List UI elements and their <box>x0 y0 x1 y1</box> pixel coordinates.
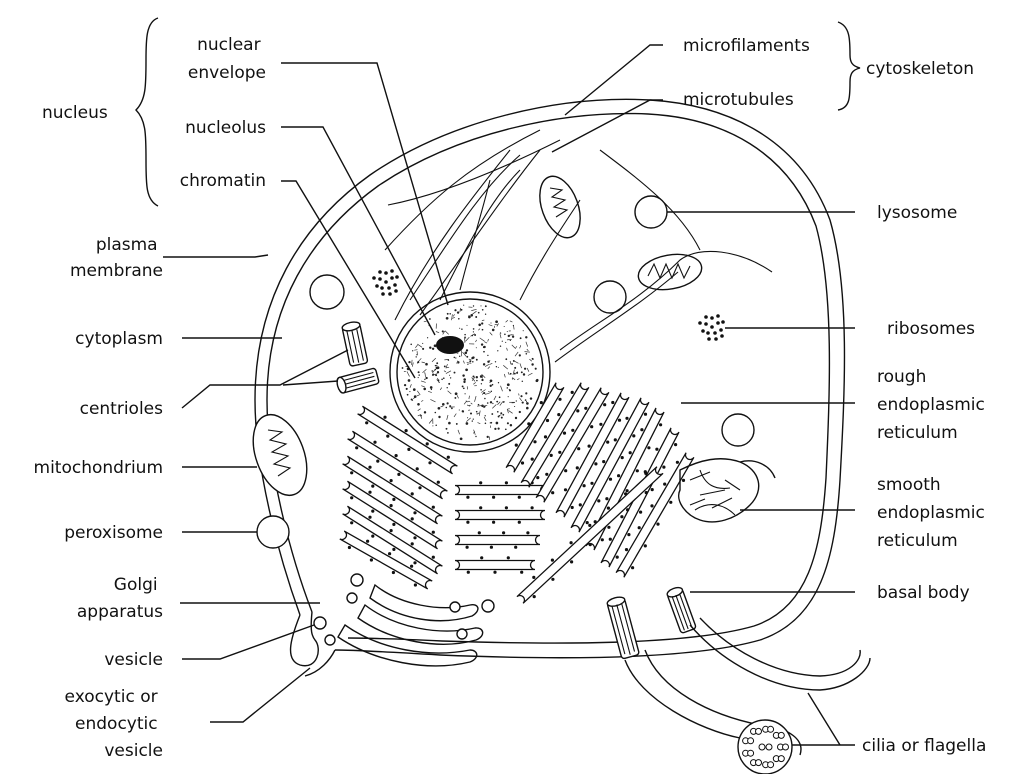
label-nucleolus: nucleolus <box>185 118 266 138</box>
label-centrioles: centrioles <box>80 399 164 419</box>
label-mitochondrium: mitochondrium <box>34 458 163 478</box>
basal-bodies-cilia <box>606 586 870 774</box>
smooth-er-shape <box>679 459 775 522</box>
label-peroxisome: peroxisome <box>64 523 163 543</box>
label-cytoskeleton: cytoskeleton <box>866 59 974 79</box>
chromatin-specks <box>402 305 539 441</box>
cytoskeleton-fibers <box>385 130 772 362</box>
nucleus-shape <box>390 292 550 452</box>
label-plasma-membrane: plasma membrane <box>70 235 163 281</box>
label-cytoplasm: cytoplasm <box>75 329 163 349</box>
label-smooth-er: smooth endoplasmic reticulum <box>877 475 990 551</box>
mitochondrion-right <box>636 250 705 295</box>
label-cilia-or-flagella: cilia or flagella <box>862 736 986 756</box>
label-ribosomes: ribosomes <box>887 319 975 339</box>
label-lysosome: lysosome <box>877 203 957 223</box>
centrioles-shape <box>336 321 380 394</box>
mitochondrion-left <box>243 407 317 502</box>
labels: nucleus nuclear envelope nucleolus chrom… <box>34 35 991 761</box>
golgi-shape <box>314 574 494 666</box>
label-basal-body: basal body <box>877 583 970 603</box>
label-exocytic-endocytic-vesicle: exocytic or endocytic vesicle <box>65 687 163 761</box>
label-microfilaments: microfilaments <box>683 36 810 56</box>
label-golgi: Golgi apparatus <box>77 575 163 622</box>
label-nucleus: nucleus <box>42 103 108 123</box>
mitochondrion-top <box>532 171 588 243</box>
label-rough-er: rough endoplasmic reticulum <box>877 367 990 443</box>
label-chromatin: chromatin <box>180 171 266 191</box>
nucleolus-shape <box>436 336 464 354</box>
vesicles-round <box>257 196 754 548</box>
label-nuclear-envelope: nuclear envelope <box>188 35 266 83</box>
label-vesicle: vesicle <box>104 650 163 670</box>
rough-er-shape <box>340 383 694 604</box>
label-microtubules: microtubules <box>683 90 794 110</box>
